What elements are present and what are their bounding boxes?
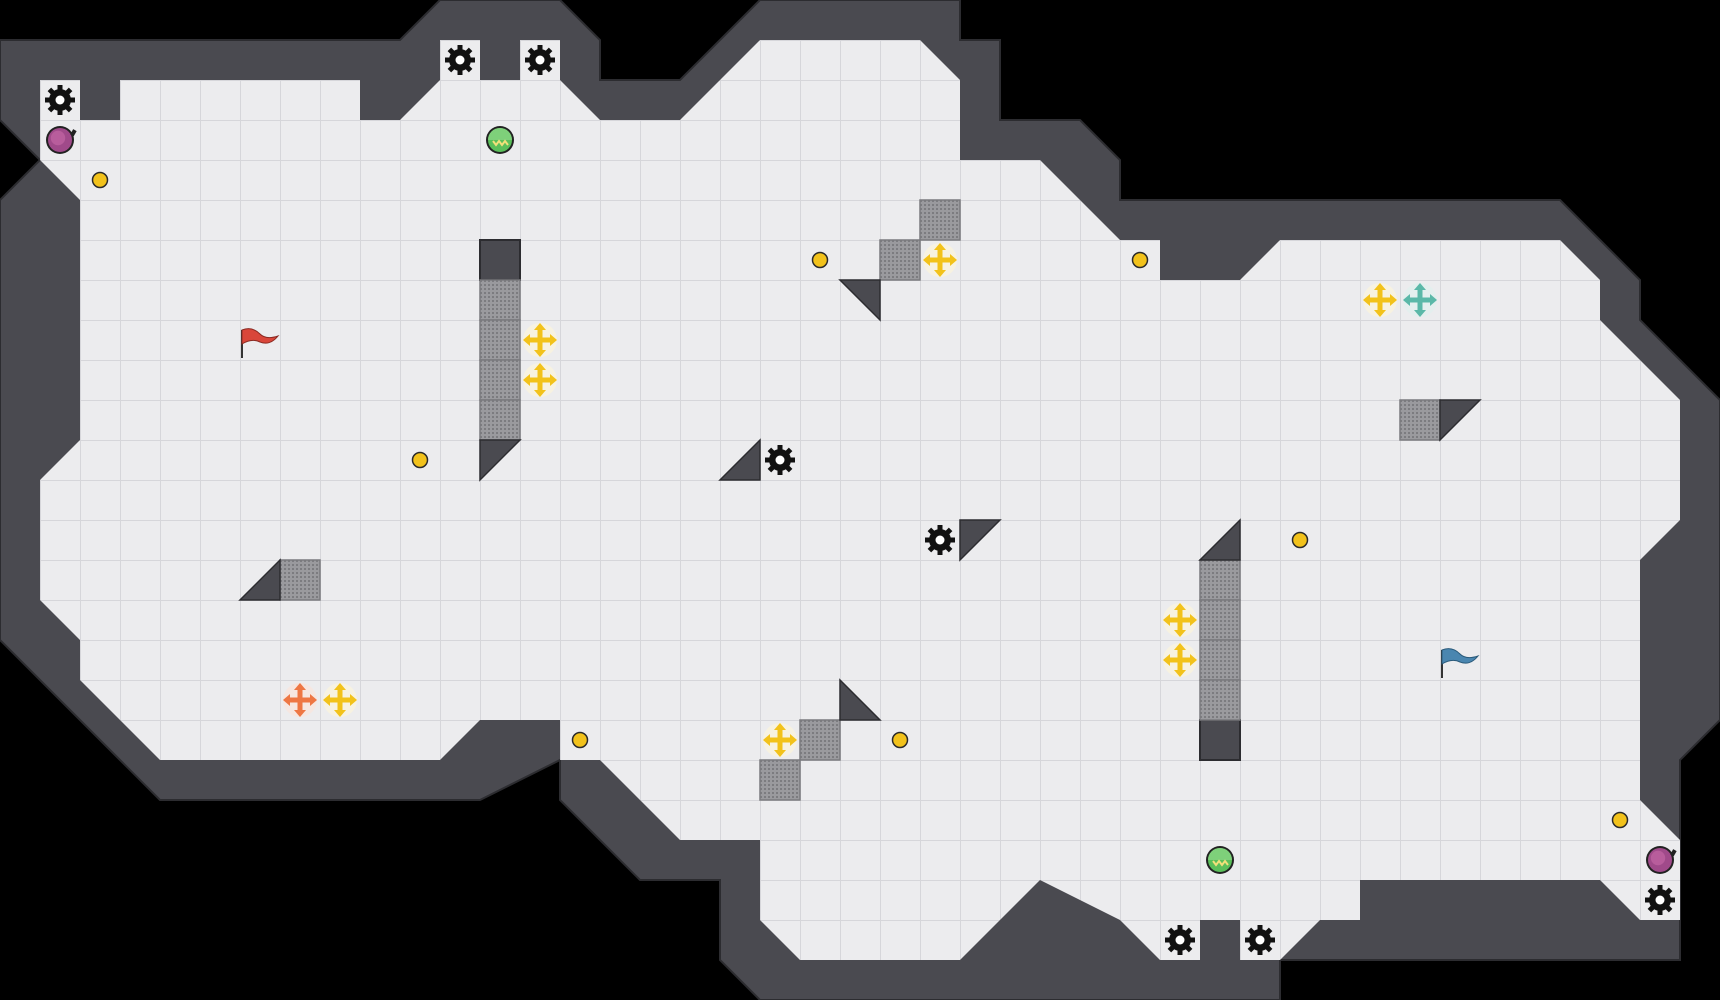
powerup-yellow-icon	[323, 683, 357, 717]
ramps	[238, 279, 1482, 721]
powerup-yellow-icon	[763, 723, 797, 757]
crate	[279, 559, 321, 601]
crate	[479, 359, 521, 401]
crate	[799, 719, 841, 761]
wall-block	[479, 239, 521, 281]
gear-icon	[445, 45, 475, 75]
ramp	[238, 558, 281, 601]
crates	[279, 199, 1441, 801]
gear-icon	[1245, 925, 1275, 955]
red-flag-icon	[241, 328, 280, 358]
powerup-yellow-icon	[1363, 283, 1397, 317]
gear-icon	[1165, 925, 1195, 955]
coin-icon	[891, 731, 909, 749]
crate	[479, 319, 521, 361]
coin-icon	[811, 251, 829, 269]
crate	[1199, 639, 1241, 681]
blue-flag-icon	[1441, 648, 1480, 678]
crate	[919, 199, 961, 241]
gear-icon	[1645, 885, 1675, 915]
crate	[1199, 559, 1241, 601]
ramp	[839, 678, 882, 721]
powerup-teal-icon	[1403, 283, 1437, 317]
gear-icon	[525, 45, 555, 75]
gear-icon	[765, 445, 795, 475]
crate	[1199, 599, 1241, 641]
powerup-yellow-icon	[523, 363, 557, 397]
wall-block	[1199, 719, 1241, 761]
crate	[759, 759, 801, 801]
crate	[479, 279, 521, 321]
ramp	[838, 279, 881, 322]
crate	[879, 239, 921, 281]
gear-icon	[925, 525, 955, 555]
portal-icon	[485, 125, 515, 155]
ramp	[718, 438, 761, 481]
powerup-yellow-icon	[523, 323, 557, 357]
powerup-orange-icon	[283, 683, 317, 717]
ramp	[959, 519, 1002, 562]
crate	[1399, 399, 1441, 441]
ramp	[479, 439, 522, 482]
powerup-yellow-icon	[923, 243, 957, 277]
crate	[479, 399, 521, 441]
powerup-yellow-icon	[1163, 643, 1197, 677]
coin-icon	[1291, 531, 1309, 549]
coin-icon	[1611, 811, 1629, 829]
ramp	[1198, 518, 1241, 561]
coin-icon	[411, 451, 429, 469]
powerup-yellow-icon	[1163, 603, 1197, 637]
portal-icon	[1205, 845, 1235, 875]
ramp	[1439, 399, 1482, 442]
coin-icon	[91, 171, 109, 189]
gear-icon	[45, 85, 75, 115]
coin-icon	[1131, 251, 1149, 269]
coin-icon	[571, 731, 589, 749]
crate	[1199, 679, 1241, 721]
arena-floor	[40, 40, 1680, 960]
